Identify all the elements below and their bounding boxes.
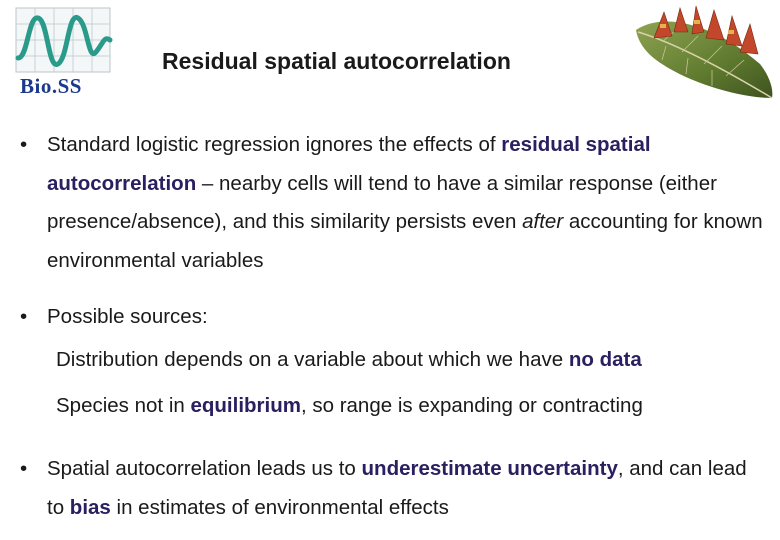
bioss-logo-text: Bio.SS <box>20 74 82 98</box>
text-run: accounting for known environmental varia… <box>47 210 763 272</box>
bullet-3-text: Spatial autocorrelation leads us to unde… <box>47 450 763 527</box>
highlight-bias: bias <box>69 495 111 519</box>
text-run: Distribution depends on a variable about… <box>56 348 569 371</box>
sub-item-2: Species not in equilibrium, so range is … <box>56 394 643 418</box>
bullet-dot: • <box>20 305 28 328</box>
text-run: , so range is expanding or contracting <box>300 394 643 417</box>
sub-item-1: Distribution depends on a variable about… <box>56 348 642 372</box>
bioss-wave-icon <box>15 7 113 73</box>
bullet-2: • Possible sources: <box>20 298 763 337</box>
leaf-icon <box>636 5 773 99</box>
bioss-logo: Bio.SS <box>14 6 114 98</box>
highlight-no-data: no data <box>568 348 642 371</box>
text-run: – nearby cells will tend to have a simil… <box>47 171 717 234</box>
text-run: Standard logistic regression ignores the… <box>47 133 502 156</box>
slide-title: Residual spatial autocorrelation <box>162 48 511 74</box>
text-run: , and can lead to <box>47 457 747 519</box>
bullet-1: • Standard logistic regression ignores t… <box>20 126 763 280</box>
bullet-dot: • <box>20 133 28 156</box>
text-run: in estimates of environmental effects <box>110 495 449 519</box>
bullet-3: • Spatial autocorrelation leads us to un… <box>20 450 763 527</box>
text-run: Spatial autocorrelation leads us to <box>47 457 362 480</box>
highlight-residual-spatial-autocorrelation: residual spatial autocorrelation <box>47 133 651 195</box>
highlight-underestimate-uncertainty: underestimate uncertainty <box>361 457 618 480</box>
leaf-logo <box>632 2 778 104</box>
bullet-dot: • <box>20 457 28 480</box>
text-run: Species not in <box>56 394 191 417</box>
bullet-2-text: Possible sources: <box>47 305 208 328</box>
bullet-1-text: Standard logistic regression ignores the… <box>47 126 763 280</box>
emphasis-after: after <box>522 210 564 233</box>
highlight-equilibrium: equilibrium <box>190 394 301 417</box>
